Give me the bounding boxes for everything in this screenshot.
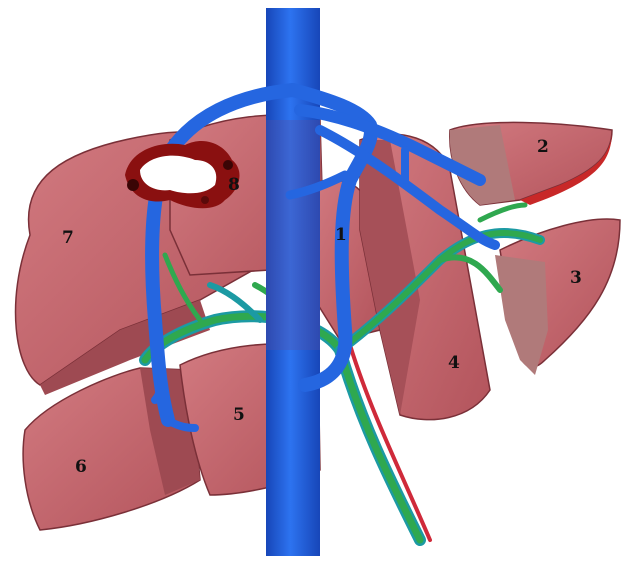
segment-label-3: 3 [570, 268, 582, 288]
inferior-vena-cava-shadow [266, 120, 320, 350]
segment-label-1: 1 [335, 225, 347, 245]
segment-label-2: 2 [537, 137, 549, 157]
segment-label-4: 4 [448, 353, 460, 373]
segment-3-cut-face [495, 255, 548, 375]
segment-label-6: 6 [75, 457, 87, 477]
segment-label-8: 8 [228, 175, 240, 195]
segment-label-7: 7 [62, 228, 74, 248]
segment-label-5: 5 [233, 405, 245, 425]
